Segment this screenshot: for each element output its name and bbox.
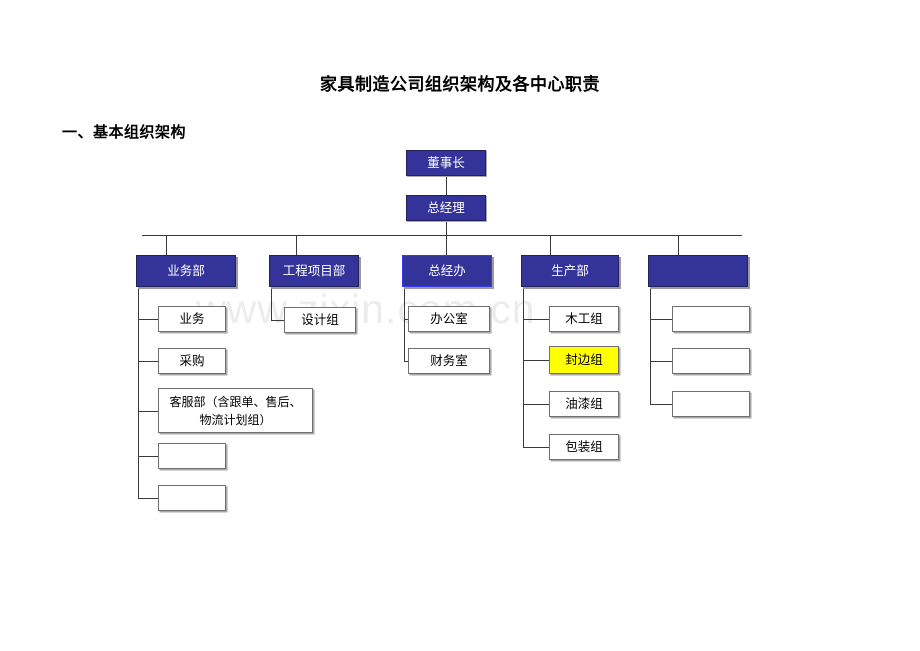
- node-department-3-label: 总经办: [428, 263, 466, 278]
- connector-spine-to-child: [138, 319, 158, 320]
- node-team-4-1[interactable]: 木工组: [549, 306, 619, 332]
- node-department-4[interactable]: 生产部: [521, 255, 619, 287]
- node-team-1-2-label: 采购: [179, 353, 205, 368]
- connector-spine-to-child: [138, 361, 158, 362]
- section-heading: 一、基本组织架构: [62, 124, 187, 141]
- connector-department-spine: [404, 287, 405, 361]
- node-general-manager[interactable]: 总经理: [406, 195, 486, 221]
- connector-department-spine: [271, 287, 272, 320]
- connector-bar-to-department: [678, 235, 679, 255]
- node-team-1-1[interactable]: 业务: [158, 306, 226, 332]
- connector-department-spine: [523, 287, 524, 447]
- node-team-4-4-label: 包装组: [565, 439, 603, 454]
- connector-spine-to-child: [138, 456, 158, 457]
- connector-spine-to-child: [523, 319, 549, 320]
- node-team-3-1-label: 办公室: [430, 311, 468, 326]
- node-general-manager-label: 总经理: [427, 200, 465, 215]
- connector-bar-to-department: [296, 235, 297, 255]
- node-team-4-2[interactable]: 封边组: [549, 346, 619, 374]
- connector-bar-to-department: [550, 235, 551, 255]
- connector-spine-to-child: [650, 319, 672, 320]
- node-team-3-1[interactable]: 办公室: [408, 306, 490, 332]
- connector-spine-to-child: [271, 320, 284, 321]
- node-team-5-2[interactable]: [672, 348, 750, 374]
- node-team-3-2[interactable]: 财务室: [408, 348, 490, 374]
- node-team-4-2-label: 封边组: [565, 352, 603, 367]
- node-department-3[interactable]: 总经办: [402, 255, 492, 287]
- node-chairman[interactable]: 董事长: [406, 150, 486, 176]
- connector-bar-to-department: [446, 235, 447, 255]
- node-team-2-1[interactable]: 设计组: [284, 307, 356, 333]
- node-team-2-1-label: 设计组: [301, 312, 339, 327]
- connector-spine-to-child: [523, 447, 549, 448]
- node-team-4-4[interactable]: 包装组: [549, 434, 619, 460]
- connector-spine-to-child: [138, 411, 158, 412]
- node-team-4-1-label: 木工组: [565, 311, 603, 326]
- node-chairman-label: 董事长: [427, 155, 465, 170]
- node-department-5[interactable]: [648, 255, 748, 287]
- node-team-1-4[interactable]: [158, 443, 226, 469]
- connector-spine-to-child: [404, 361, 408, 362]
- node-department-2-label: 工程项目部: [282, 263, 346, 278]
- page-title: 家具制造公司组织架构及各中心职责: [320, 75, 600, 94]
- connector-spine-to-child: [138, 498, 158, 499]
- node-team-1-1-label: 业务: [179, 311, 205, 326]
- connector-spine-to-child: [523, 360, 549, 361]
- node-team-1-3[interactable]: 客服部（含跟单、售后、物流计划组）: [158, 388, 313, 433]
- node-team-3-2-label: 财务室: [430, 353, 468, 368]
- connector-spine-to-child: [523, 404, 549, 405]
- node-team-4-3-label: 油漆组: [565, 396, 603, 411]
- node-department-1[interactable]: 业务部: [136, 255, 236, 287]
- connector-department-spine: [138, 287, 139, 498]
- node-team-1-2[interactable]: 采购: [158, 348, 226, 374]
- connector-spine-to-child: [650, 361, 672, 362]
- connector-spine-to-child: [650, 404, 672, 405]
- node-team-1-3-label: 客服部（含跟单、售后、物流计划组）: [169, 394, 302, 427]
- connector-chairman-gm: [446, 176, 447, 195]
- node-team-4-3[interactable]: 油漆组: [549, 391, 619, 417]
- connector-bar-to-department: [166, 235, 167, 255]
- connector-gm-drop: [446, 221, 447, 236]
- node-team-5-3[interactable]: [672, 391, 750, 417]
- connector-department-spine: [650, 287, 651, 404]
- node-department-4-label: 生产部: [551, 263, 589, 278]
- node-team-5-1[interactable]: [672, 306, 750, 332]
- node-department-2[interactable]: 工程项目部: [269, 255, 359, 287]
- connector-spine-to-child: [404, 319, 408, 320]
- connector-department-bar: [142, 235, 742, 236]
- node-team-1-5[interactable]: [158, 485, 226, 511]
- node-department-1-label: 业务部: [167, 263, 205, 278]
